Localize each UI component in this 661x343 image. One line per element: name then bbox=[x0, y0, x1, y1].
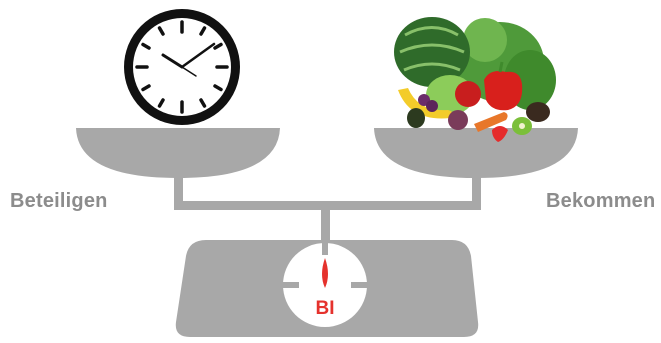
vegetables-fruit-icon bbox=[394, 17, 556, 142]
right-label: Bekommen bbox=[546, 190, 655, 213]
red-pepper bbox=[484, 71, 522, 110]
right-pan bbox=[374, 128, 578, 178]
scale-frame bbox=[174, 170, 481, 242]
clock-icon bbox=[124, 9, 240, 125]
dial-tick-right bbox=[351, 282, 369, 288]
left-label: Beteiligen bbox=[10, 190, 108, 213]
left-pan bbox=[76, 128, 280, 178]
dial-label: BI bbox=[316, 298, 335, 319]
dial-tick-top bbox=[322, 238, 328, 255]
dial-tick-left bbox=[281, 282, 299, 288]
scale-column bbox=[321, 206, 330, 242]
